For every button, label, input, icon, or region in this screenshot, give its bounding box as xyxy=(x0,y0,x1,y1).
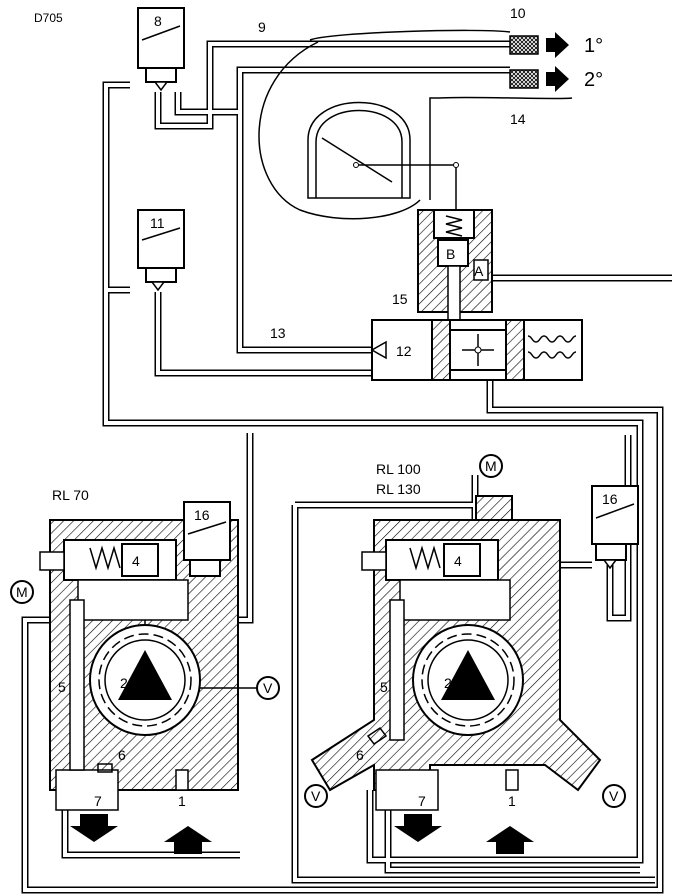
nozzle-1-label: 1° xyxy=(584,35,603,57)
label-A: A xyxy=(474,263,484,279)
label-B: B xyxy=(446,246,455,262)
label-11: 11 xyxy=(150,215,165,231)
label-5-right: 5 xyxy=(380,679,388,695)
pump-rl70: RL 70 4 16 2 3 5 6 7 1 xyxy=(39,487,239,854)
vacuum-port-left: V xyxy=(200,676,280,700)
pump-rl100-rl130: RL 100 RL 130 4 2 3 5 6 7 1 xyxy=(310,461,602,854)
nozzle-1: 1° xyxy=(509,32,603,58)
label-3-left: 3 xyxy=(140,671,148,687)
label-9: 9 xyxy=(258,19,266,35)
label-15: 15 xyxy=(392,291,408,307)
return-arrow-right xyxy=(394,814,442,842)
label-7-left: 7 xyxy=(94,793,102,809)
gauge-port-left: M xyxy=(10,580,34,604)
suction-arrow-right xyxy=(486,826,534,854)
label-2-left: 2 xyxy=(120,675,128,691)
nozzle-2-label: 2° xyxy=(584,69,603,91)
label-8: 8 xyxy=(154,13,162,29)
label-4-left: 4 xyxy=(132,553,140,569)
model-rl130: RL 130 xyxy=(376,481,421,497)
solenoid-valve-8: 8 xyxy=(137,7,185,92)
label-2-right: 2 xyxy=(444,675,452,691)
label-4-right: 4 xyxy=(454,553,462,569)
label-16-right: 16 xyxy=(602,491,618,507)
label-1-right: 1 xyxy=(508,793,516,809)
label-1-left: 1 xyxy=(178,793,186,809)
nozzle-2: 2° xyxy=(509,66,603,92)
diagram-code: D705 xyxy=(34,11,63,25)
suction-arrow-left xyxy=(164,826,212,854)
label-14: 14 xyxy=(510,111,526,127)
label-10: 10 xyxy=(510,5,526,21)
model-rl70: RL 70 xyxy=(52,487,89,503)
valve-12: 12 xyxy=(370,319,583,381)
vacuum-port-right-a: V xyxy=(304,784,328,808)
return-arrow-left xyxy=(70,814,118,842)
label-M-left: M xyxy=(16,584,28,600)
label-6-right: 6 xyxy=(356,747,364,763)
label-V-right-a: V xyxy=(311,788,321,804)
label-7-right: 7 xyxy=(418,793,426,809)
vacuum-port-right-b: V xyxy=(602,784,626,808)
label-13: 13 xyxy=(270,325,286,341)
model-rl100: RL 100 xyxy=(376,461,421,477)
air-damper-housing xyxy=(258,29,573,220)
label-16-left: 16 xyxy=(194,507,210,523)
label-6-left: 6 xyxy=(118,747,126,763)
label-3-right: 3 xyxy=(462,671,470,687)
label-12: 12 xyxy=(396,343,412,359)
solenoid-valve-16-right: 16 xyxy=(591,485,639,570)
label-V-right-b: V xyxy=(609,788,619,804)
label-M-right: M xyxy=(485,458,497,474)
label-5-left: 5 xyxy=(58,679,66,695)
hydraulic-jack-15: B A 15 xyxy=(392,209,493,321)
gauge-port-right: M xyxy=(479,454,503,478)
solenoid-valve-11: 11 xyxy=(137,209,185,292)
label-V-left: V xyxy=(263,680,273,696)
